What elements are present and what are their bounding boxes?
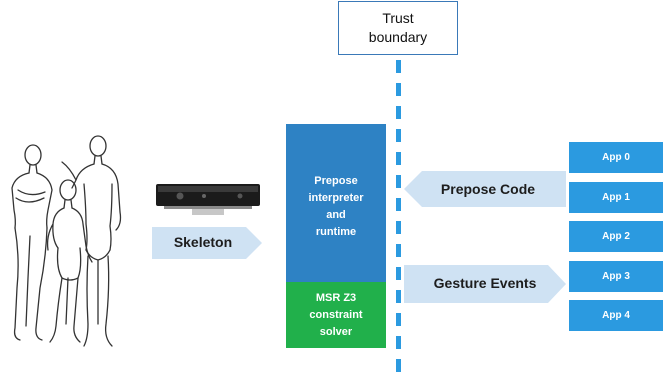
interpreter-line-2: interpreter — [308, 192, 364, 204]
trust-boundary-line-2: boundary — [368, 29, 428, 45]
gesture-events-label: Gesture Events — [433, 275, 537, 291]
app-3-box[interactable]: App 3 — [569, 261, 663, 292]
kinect-sensor-icon — [156, 184, 260, 215]
gesture-events-arrow — [404, 265, 566, 303]
human-figures-illustration — [11, 135, 122, 347]
app-2-box[interactable]: App 2 — [569, 221, 663, 252]
trust-boundary-line — [396, 60, 401, 373]
prepose-interpreter-block: Prepose interpreter and runtime — [286, 124, 386, 282]
app-4-box[interactable]: App 4 — [569, 300, 663, 331]
skeleton-label: Skeleton — [173, 234, 233, 250]
interpreter-line-4: runtime — [315, 226, 357, 238]
interpreter-line-1: Prepose — [314, 175, 358, 187]
trust-boundary-label: Trust boundary — [338, 1, 458, 55]
skeleton-arrow — [152, 227, 262, 259]
interpreter-line-3: and — [326, 209, 346, 221]
app-1-box[interactable]: App 1 — [569, 182, 663, 213]
z3-solver-block: MSR Z3 constraint solver — [286, 282, 386, 348]
app-0-box[interactable]: App 0 — [569, 142, 663, 173]
solver-line-2: constraint — [309, 308, 363, 321]
solver-line-3: solver — [319, 325, 353, 338]
prepose-code-arrow — [404, 171, 566, 207]
trust-boundary-line-1: Trust — [382, 10, 414, 26]
solver-line-1: MSR Z3 — [315, 291, 357, 304]
prepose-code-label: Prepose Code — [440, 181, 536, 197]
